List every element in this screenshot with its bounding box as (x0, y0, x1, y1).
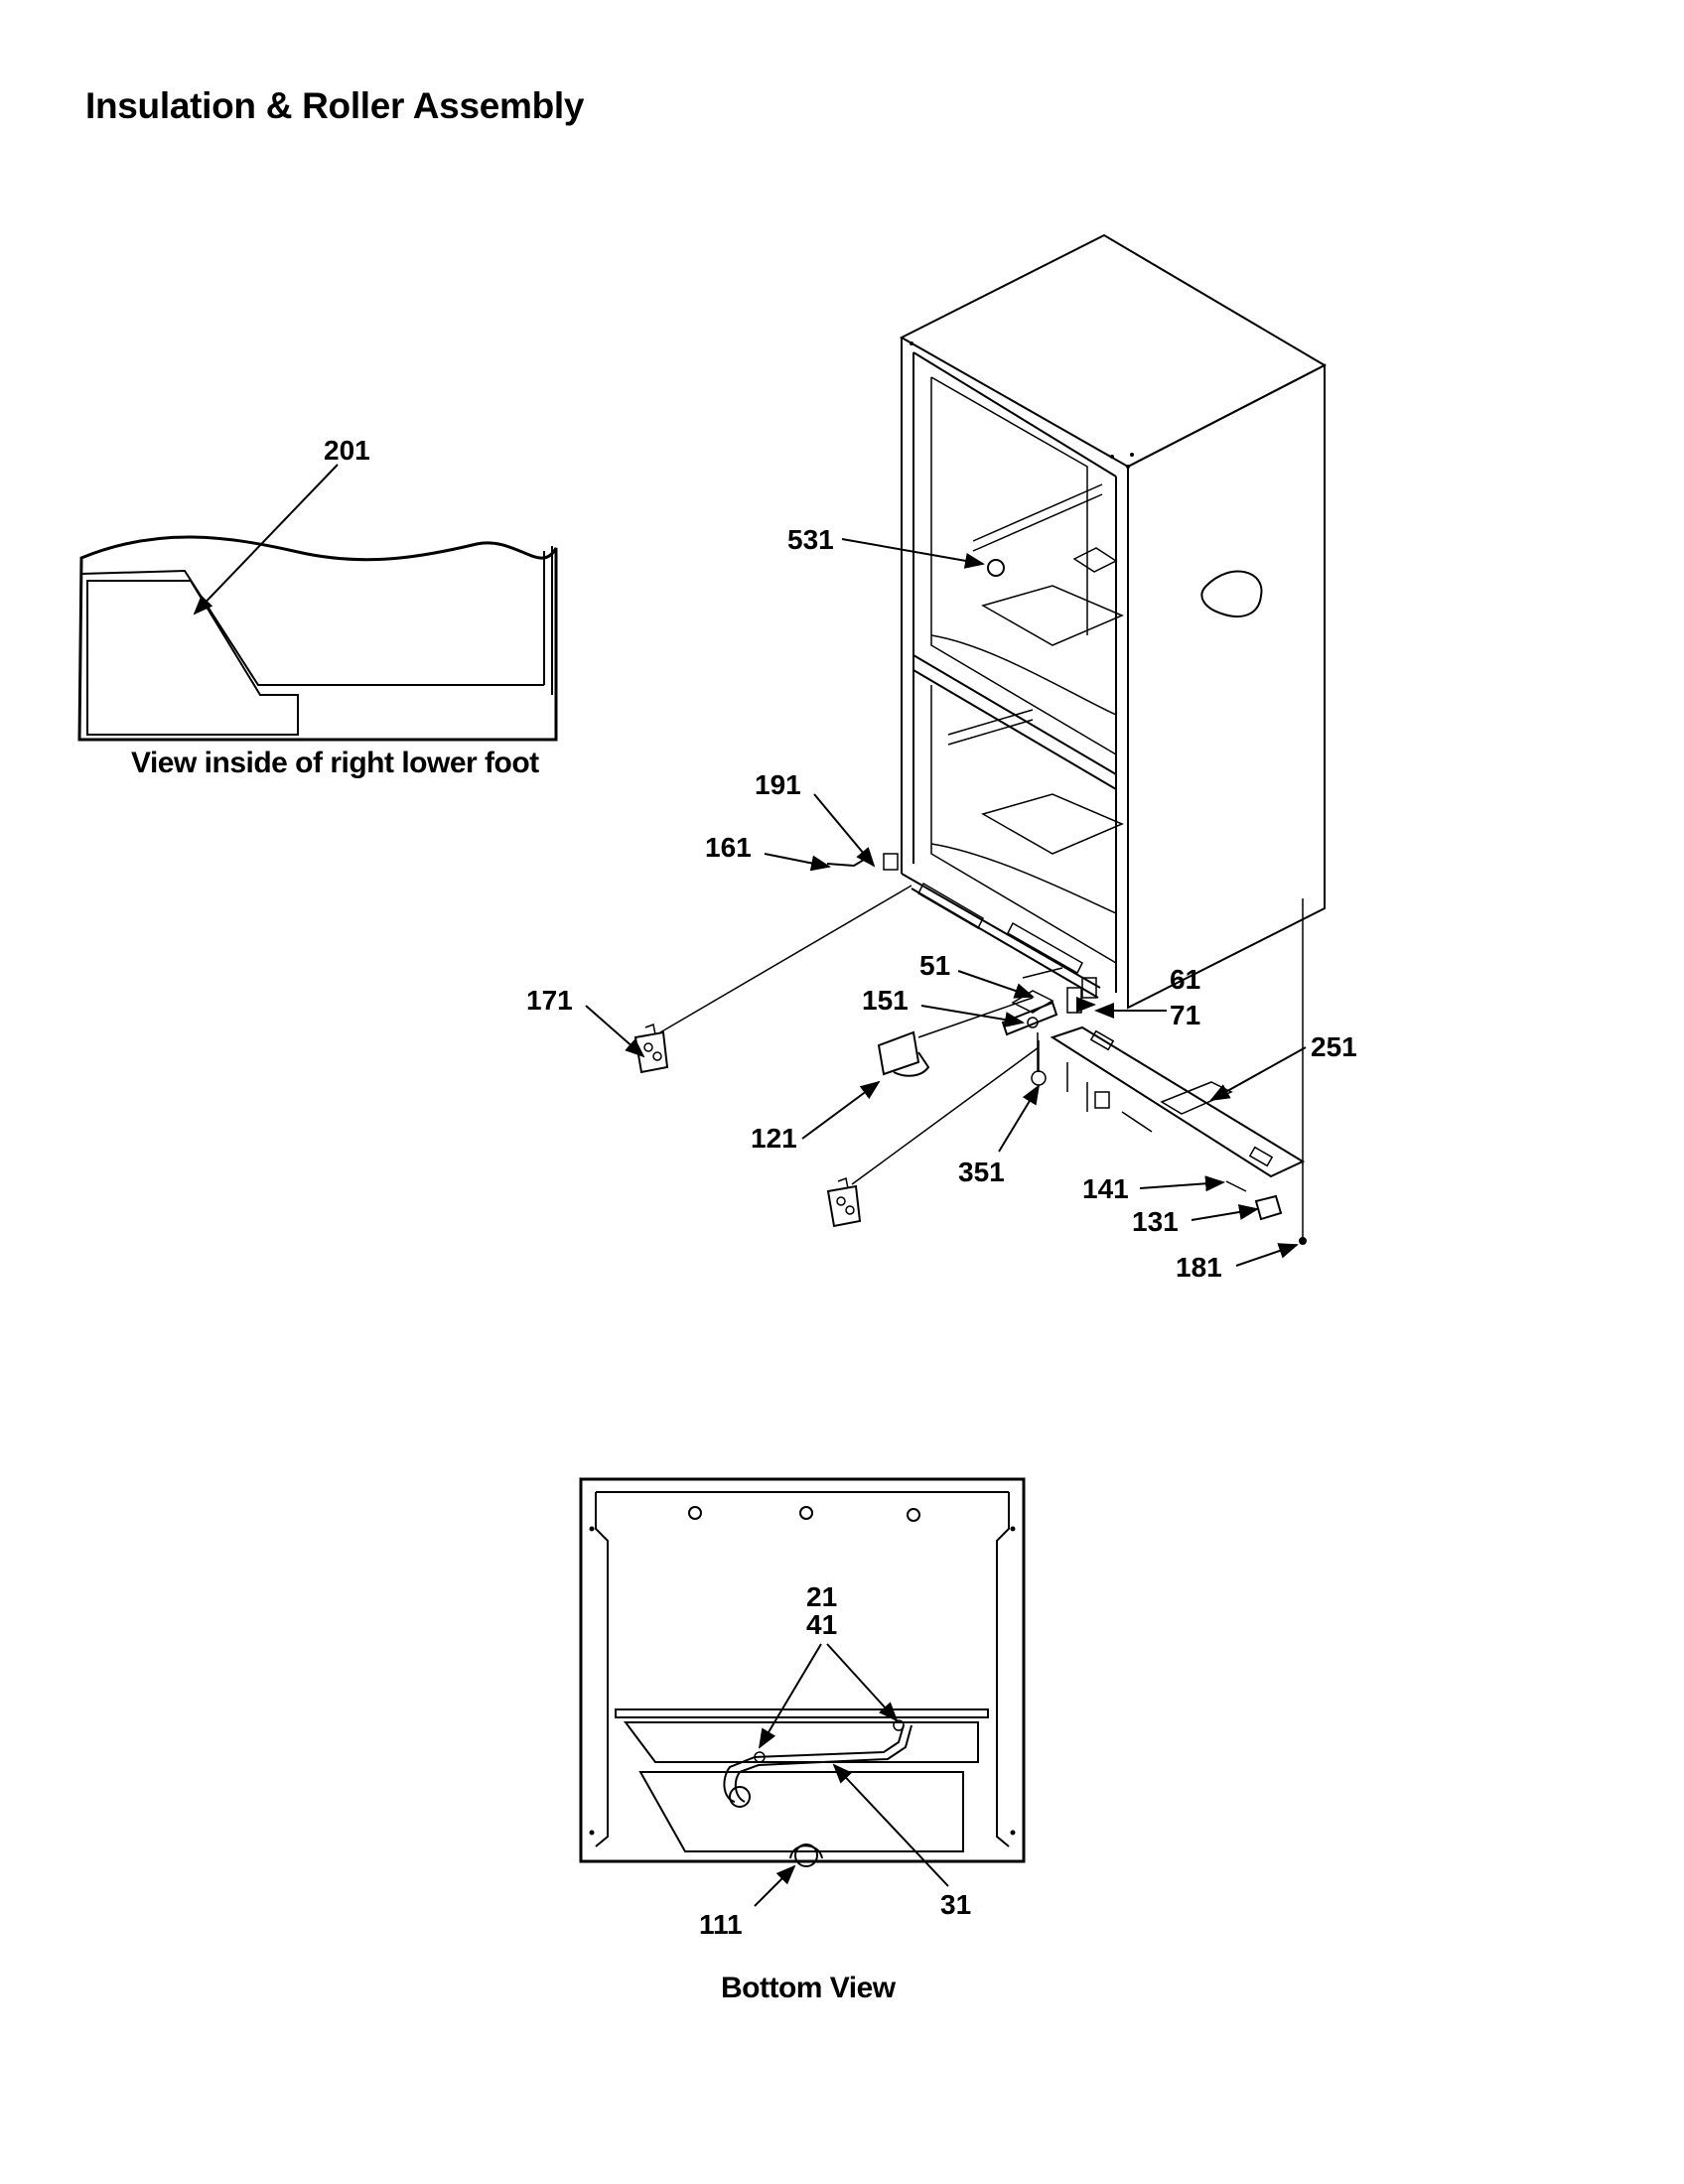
callout-171: 171 (526, 985, 573, 1016)
bottom-view-caption: Bottom View (721, 1972, 896, 2004)
bottom-view (579, 1477, 1026, 1867)
callout-121: 121 (751, 1123, 797, 1154)
callout-141: 141 (1082, 1173, 1129, 1204)
inset-foot-view: 201 (77, 435, 558, 742)
callout-201: 201 (324, 435, 370, 466)
leveling-bar-251 (1050, 1025, 1306, 1178)
callout-51: 51 (919, 950, 950, 981)
callout-351: 351 (958, 1157, 1005, 1187)
roller-121 (877, 1030, 930, 1077)
callout-181: 181 (1176, 1252, 1222, 1283)
callout-531: 531 (787, 524, 834, 555)
callout-71: 71 (1170, 1000, 1200, 1030)
callout-251: 251 (1311, 1031, 1357, 1062)
callout-61: 61 (1170, 964, 1200, 995)
callout-31: 31 (940, 1889, 971, 1920)
callout-21: 21 (806, 1581, 837, 1612)
callout-131: 131 (1132, 1206, 1179, 1237)
page-title: Insulation & Roller Assembly (85, 85, 585, 126)
callout-161: 161 (705, 832, 752, 863)
callout-111: 111 (699, 1909, 743, 1940)
cabinet-drawing (899, 233, 1328, 1010)
callout-41: 41 (806, 1609, 837, 1640)
right-roller-bracket (826, 1176, 862, 1228)
callout-191: 191 (755, 769, 801, 800)
inset-caption: View inside of right lower foot (131, 747, 539, 779)
callout-151: 151 (862, 985, 909, 1016)
